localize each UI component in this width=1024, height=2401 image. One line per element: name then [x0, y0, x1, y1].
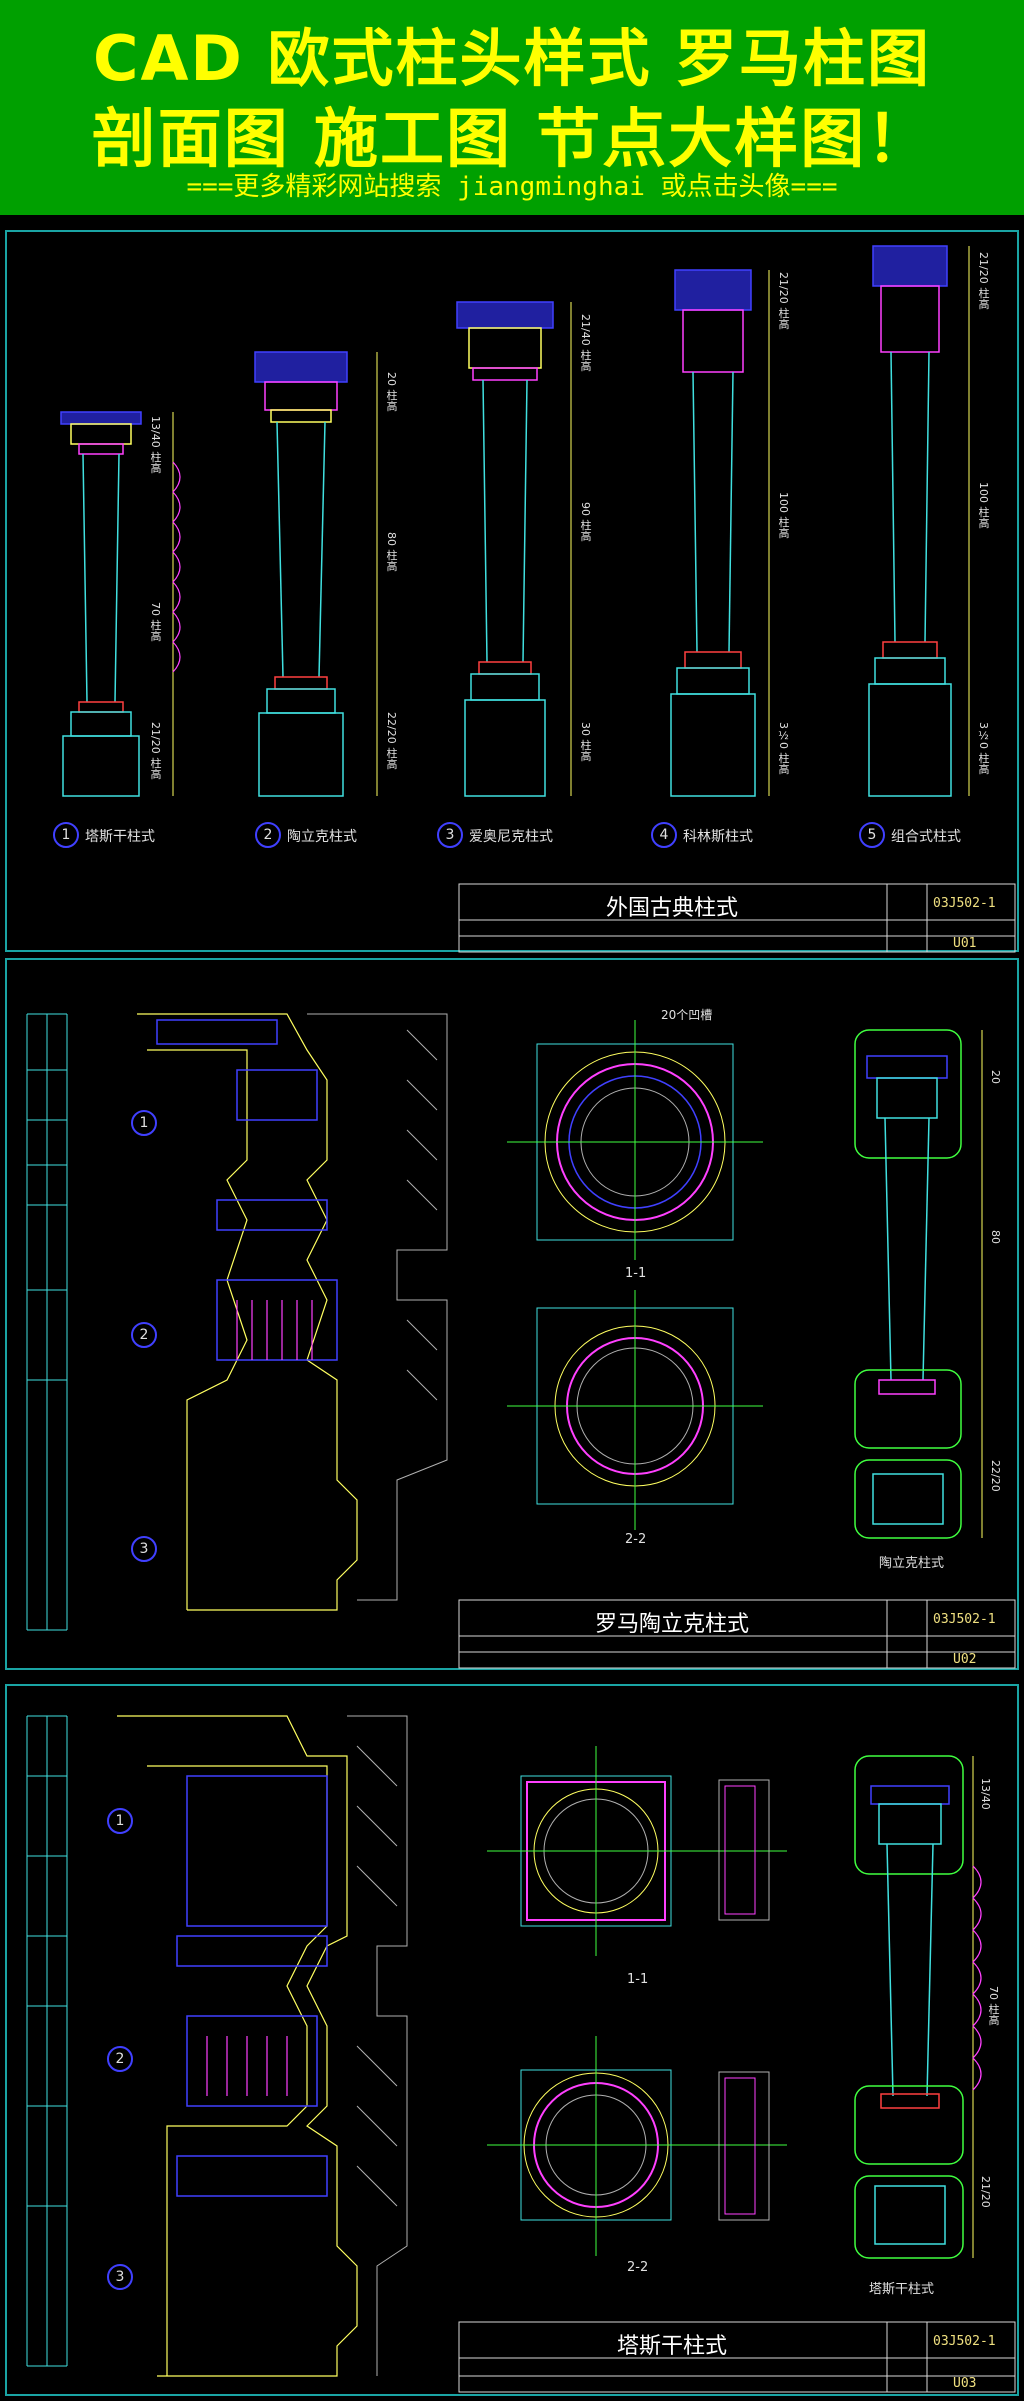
capital-blue-mouldings	[156, 1019, 338, 1361]
column-3-dim-top: 21/40 柱高	[579, 314, 592, 372]
panel1-sheet-page: U01	[953, 936, 977, 951]
column-4-dim-mid: 100 柱高	[777, 492, 790, 539]
column-4-dim-top: 21/20 柱高	[777, 272, 790, 330]
side-dim-top: 20	[989, 1070, 1002, 1084]
column-1-marker: 1	[53, 822, 79, 848]
column-1-label: 塔斯干柱式	[85, 829, 155, 845]
detail-marker-1: 1	[107, 1808, 133, 1834]
wall-hatch	[307, 1013, 448, 1601]
header-banner: CAD 欧式柱头样式 罗马柱图 剖面图 施工图 节点大样图！ ===更多精彩网站…	[0, 0, 1024, 215]
side-dim-mid: 80	[989, 1230, 1002, 1244]
column-2-dim-mid: 80 柱高	[385, 532, 398, 572]
column-1-dim-bottom: 21/20 柱高	[149, 722, 162, 780]
flutes	[236, 1300, 313, 1360]
panel3-sheet-title: 塔斯干柱式	[616, 2334, 727, 2359]
panel1-sheet-title: 外国古典柱式	[605, 896, 738, 921]
column-5-dim-mid: 100 柱高	[977, 482, 990, 529]
section-1-1-label: 1-1	[627, 1972, 649, 1987]
section-2-2-label: 2-2	[625, 1532, 647, 1547]
section-1-1-plan	[507, 1020, 763, 1260]
left-ruler	[26, 1013, 68, 1631]
column-5-marker: 5	[859, 822, 885, 848]
column-2-dim-bottom: 22/20 柱高	[385, 712, 398, 770]
entasis-scallops	[172, 461, 181, 673]
panel-roman-doric: 1 2 3 20个凹槽 1-1 2-2 陶立克柱式 20 80 22/20 罗马…	[5, 958, 1019, 1670]
column-3-dim-bottom: 30 柱高	[579, 722, 592, 762]
column-5-dim-top: 21/20 柱高	[977, 252, 990, 310]
column-5-composite	[868, 245, 952, 797]
panel2-sheet-page: U02	[953, 1652, 977, 1667]
side-elevation-caption: 塔斯干柱式	[869, 2282, 935, 2297]
banner-title-line2: 剖面图 施工图 节点大样图！	[91, 103, 933, 177]
column-2-dim-top: 20 柱高	[385, 372, 398, 412]
side-column-elevation	[854, 1029, 983, 1539]
column-4-dim-bottom: 3½0 柱高	[777, 722, 790, 775]
flutes	[206, 2036, 288, 2096]
doric-detail-drawing	[26, 1013, 1016, 1669]
capital-profile	[117, 1715, 358, 2377]
detail-marker-1: 1	[131, 1110, 157, 1136]
side-dim-top: 13/40	[979, 1778, 992, 1810]
section-1-1-plan	[487, 1746, 787, 1956]
column-1-dim-mid: 70 柱高	[149, 602, 162, 642]
panel3-sheet-page: U03	[953, 2376, 977, 2391]
section-2-2-plan	[507, 1290, 763, 1530]
column-1-tuscan	[60, 411, 142, 797]
section-1-1-label: 1-1	[625, 1266, 647, 1281]
flute-callout: 20个凹槽	[661, 1008, 713, 1022]
side-dim-mid: 70 柱高	[987, 1986, 1000, 2026]
side-dim-bottom: 22/20	[989, 1460, 1002, 1492]
section-2-2-label: 2-2	[627, 2260, 649, 2275]
column-4-marker: 4	[651, 822, 677, 848]
wall-hatch	[347, 1715, 408, 2376]
column-1-dim-top: 13/40 柱高	[149, 416, 162, 474]
column-3-marker: 3	[437, 822, 463, 848]
detail-marker-2: 2	[107, 2046, 133, 2072]
column-5-label: 组合式柱式	[891, 829, 961, 845]
panel3-sheet-code: 03J502-1	[933, 2334, 996, 2349]
detail-marker-3: 3	[131, 1536, 157, 1562]
column-4-corinthian	[670, 269, 756, 797]
dimension-lines	[172, 246, 970, 796]
tuscan-detail-drawing	[26, 1715, 1016, 2393]
capital-blue-mouldings	[176, 1775, 328, 2197]
side-elevation-caption: 陶立克柱式	[879, 1556, 945, 1571]
panel2-sheet-code: 03J502-1	[933, 1612, 996, 1627]
column-4-label: 科林斯柱式	[683, 829, 753, 845]
panel-classical-orders: 1 塔斯干柱式 2 陶立克柱式 3 爱奥尼克柱式 4 科林斯柱式 5 组合式柱式…	[5, 230, 1019, 953]
side-dim-bottom: 21/20	[979, 2176, 992, 2208]
banner-title-line1: CAD 欧式柱头样式 罗马柱图	[92, 22, 932, 95]
banner-search-hint: ===更多精彩网站搜索 jiangminghai 或点击头像===	[186, 172, 838, 202]
column-3-ionic	[456, 301, 554, 797]
column-5-dim-bottom: 3½0 柱高	[977, 722, 990, 775]
column-3-dim-mid: 90 柱高	[579, 502, 592, 542]
left-ruler	[26, 1715, 68, 2367]
column-2-label: 陶立克柱式	[287, 829, 357, 845]
column-2-doric	[254, 351, 348, 797]
detail-marker-2: 2	[131, 1322, 157, 1348]
column-elevations-drawing	[60, 245, 1016, 953]
section-2-2-plan	[487, 2036, 787, 2256]
detail-marker-3: 3	[107, 2264, 133, 2290]
panel1-sheet-code: 03J502-1	[933, 896, 996, 911]
panel2-sheet-title: 罗马陶立克柱式	[594, 1612, 749, 1637]
column-2-marker: 2	[255, 822, 281, 848]
column-3-label: 爱奥尼克柱式	[469, 829, 553, 845]
side-column-elevation	[854, 1755, 982, 2259]
panel-tuscan: 1 2 3 1-1 2-2 塔斯干柱式 13/40 70 柱高 21/20 塔斯…	[5, 1684, 1019, 2396]
capital-profile	[137, 1013, 358, 1611]
